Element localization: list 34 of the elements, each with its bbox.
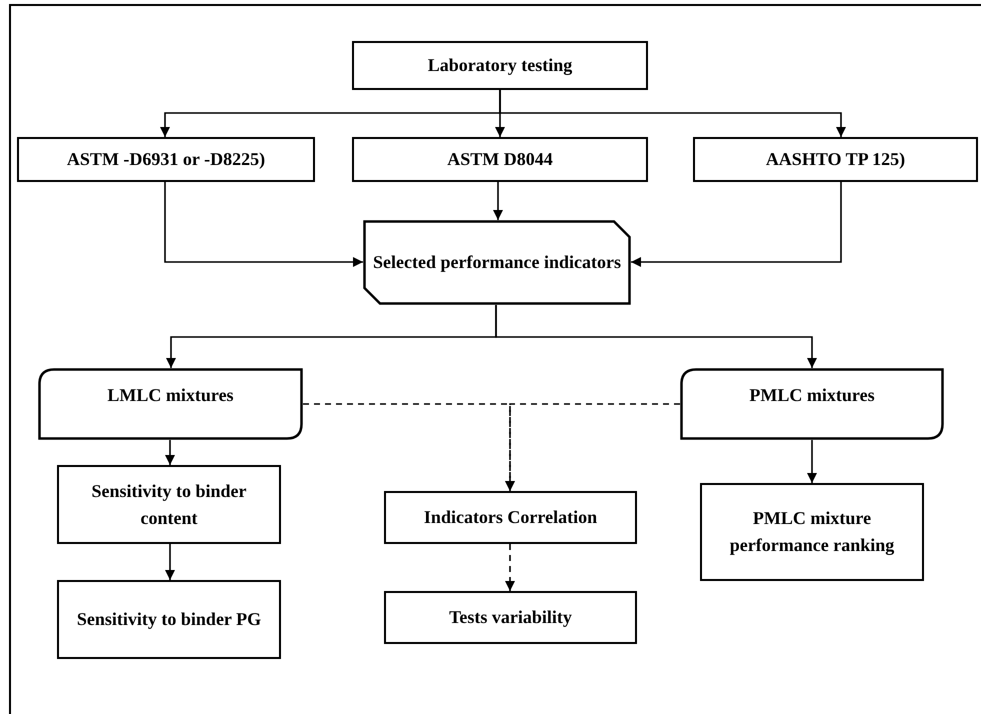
box-label: Laboratory testing	[428, 54, 572, 77]
box-label: ASTM -D6931 or -D8225)	[66, 148, 266, 171]
arrow	[495, 305, 817, 368]
arrow	[165, 544, 175, 580]
process-box	[57, 465, 281, 544]
process-box	[352, 137, 648, 182]
process-box	[700, 483, 924, 581]
box-label: LMLC mixtures	[107, 384, 234, 406]
box-label: Indicators Correlation	[424, 506, 598, 529]
process-box	[17, 137, 315, 182]
box-label: AASHTO TP 125)	[766, 148, 906, 171]
box-label: PMLC mixture performance ranking	[728, 507, 896, 557]
rounded-box	[680, 368, 944, 440]
arrow	[164, 182, 363, 267]
arrow	[505, 544, 515, 591]
process-box	[57, 580, 281, 659]
box-label: ASTM D8044	[447, 148, 553, 171]
arrow	[505, 403, 680, 491]
box-label: Selected performance indicators	[373, 251, 621, 274]
process-box	[384, 491, 637, 544]
box-label: Sensitivity to binder PG	[76, 608, 262, 631]
process-box	[693, 137, 978, 182]
box-label: Sensitivity to binder content	[90, 480, 248, 530]
rounded-box	[38, 368, 303, 440]
arrow	[165, 440, 175, 465]
arrow	[807, 440, 817, 483]
process-box	[352, 41, 648, 90]
box-label: PMLC mixtures	[749, 384, 875, 406]
process-box	[384, 591, 637, 644]
arrow	[499, 90, 846, 137]
arrow	[493, 182, 503, 220]
arrow	[631, 182, 842, 267]
box-label: Tests variability	[449, 606, 572, 629]
cut-corner-box	[363, 220, 631, 305]
